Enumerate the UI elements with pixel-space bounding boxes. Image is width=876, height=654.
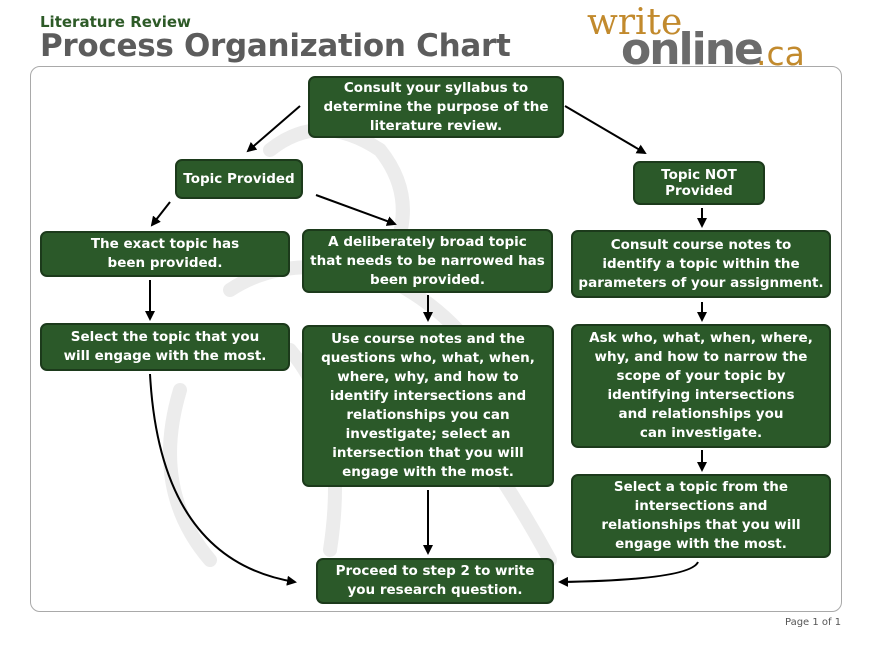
node-topic-provided: Topic Provided xyxy=(175,159,303,199)
node-select-from-intersections: Select a topic from the intersections an… xyxy=(571,474,831,558)
node-ask-who-what-label: Ask who, what, when, where, why, and how… xyxy=(589,330,813,441)
node-broad-topic: A deliberately broad topic that needs to… xyxy=(302,229,553,293)
page-number: Page 1 of 1 xyxy=(785,617,842,628)
arrow-provided-to-broad xyxy=(315,194,397,226)
node-select-from-intersections-label: Select a topic from the intersections an… xyxy=(601,479,801,552)
arrow-select-to-proceed xyxy=(149,373,297,586)
node-consult-syllabus-label: Consult your syllabus to determine the p… xyxy=(323,79,549,134)
node-proceed-step2: Proceed to step 2 to write you research … xyxy=(316,558,554,604)
node-topic-not-provided: Topic NOT Provided xyxy=(633,161,765,205)
node-consult-syllabus: Consult your syllabus to determine the p… xyxy=(308,76,564,138)
document-subtitle: Literature Review xyxy=(40,13,191,31)
node-consult-course-notes: Consult course notes to identify a topic… xyxy=(571,230,831,298)
page-title: Process Organization Chart xyxy=(40,28,511,64)
node-proceed-step2-label: Proceed to step 2 to write you research … xyxy=(335,563,535,598)
node-broad-topic-label: A deliberately broad topic that needs to… xyxy=(310,233,545,288)
logo-text-write: write xyxy=(587,2,683,43)
node-topic-not-provided-label: Topic NOT Provided xyxy=(661,167,737,199)
node-use-course-notes: Use course notes and the questions who, … xyxy=(302,325,554,487)
node-use-course-notes-label: Use course notes and the questions who, … xyxy=(321,331,535,480)
node-select-topic-engage: Select the topic that you will engage wi… xyxy=(40,323,290,371)
node-consult-course-notes-label: Consult course notes to identify a topic… xyxy=(578,236,824,291)
arrow-select-intersections-to-proceed xyxy=(558,561,699,587)
arrow-syllabus-to-provided xyxy=(246,105,301,153)
node-select-topic-engage-label: Select the topic that you will engage wi… xyxy=(63,329,267,364)
arrow-syllabus-to-not-provided xyxy=(564,105,647,155)
node-exact-topic-label: The exact topic has been provided. xyxy=(90,236,240,271)
node-exact-topic: The exact topic has been provided. xyxy=(40,231,290,277)
node-ask-who-what: Ask who, what, when, where, why, and how… xyxy=(571,324,831,448)
arrow-provided-to-exact xyxy=(150,201,171,227)
node-topic-provided-label: Topic Provided xyxy=(183,170,295,187)
